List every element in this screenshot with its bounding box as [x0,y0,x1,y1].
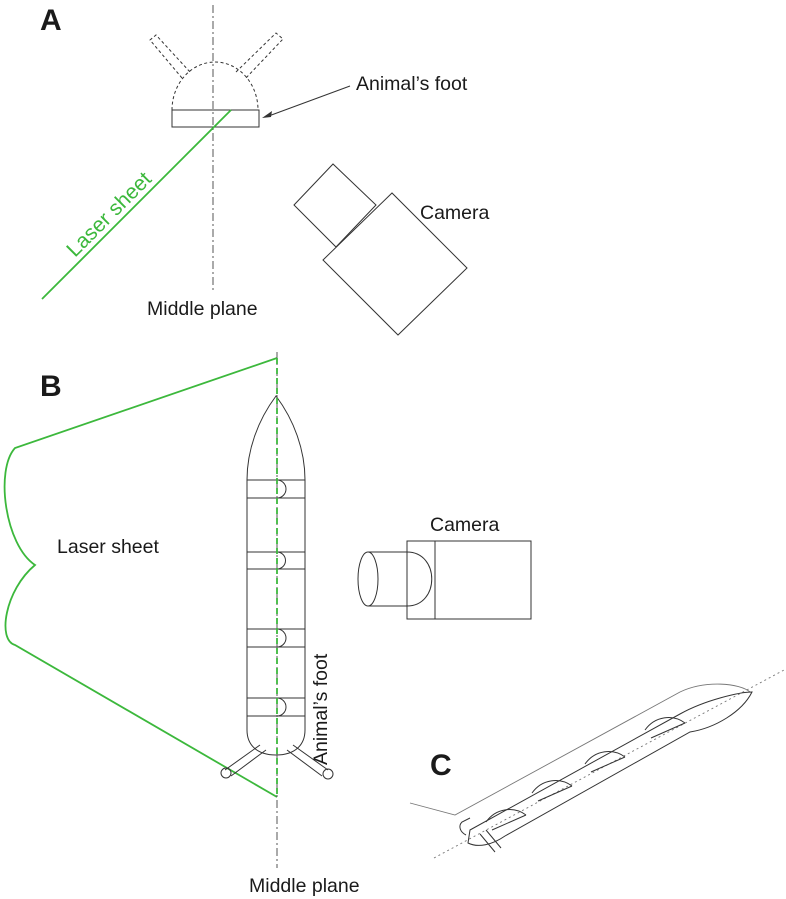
panel-c-ridge [485,809,527,823]
panel-b-laser-sheet [3,357,278,798]
panel-c-animal [459,691,753,853]
panel-a-foot-label: Animal’s foot [356,73,468,95]
panel-a-foot-arrowhead [262,111,272,118]
panel-a-left-leg [149,34,191,79]
panel-a-laser-label: Laser sheet [62,168,156,262]
foot-cup [276,628,287,648]
panel-b-letter: B [40,370,62,403]
panel-a-camera-body [322,192,468,336]
panel-b-animal-body [246,395,306,756]
panel-c-letter: C [430,749,452,782]
panel-b-segments [247,479,305,717]
panel-c-ridge [531,780,573,794]
panel-b-legs [220,744,334,780]
panel-b-camera [357,540,532,620]
panel-c-ridge [644,717,686,731]
panel-a-laser-sheet [41,109,232,300]
panel-a-camera-lens [293,163,377,248]
panel-b-camera-lens-front [357,551,379,607]
panel-c-tail [459,817,471,836]
panel-a-camera-label: Camera [420,202,490,224]
panel-a-foot-arrow [265,85,351,118]
panel-c-ridge [590,756,626,773]
panel-b-plane-label: Middle plane [249,875,360,897]
panel-a-animal-outline [149,32,284,111]
left-leg-tip [220,767,232,779]
panel-a-right-leg [235,32,284,80]
foot-cup [276,479,287,499]
panel-c-ridge [650,722,686,739]
panel-c-sheet-edge [409,683,751,816]
right-leg [286,744,329,777]
panel-b-camera-lens [368,551,433,607]
panel-b-camera-body [434,540,532,620]
panel-a-foot [171,109,260,128]
panel-a-camera [293,163,468,336]
panel-b-camera-label: Camera [430,514,500,536]
panel-a: A Animal’s foot Laser sheet Camera Middl… [40,4,490,336]
panel-b-foot-label: Animal’s foot [310,653,332,765]
foot-cup [276,551,286,570]
panel-c-axis [433,669,785,859]
panel-c: C [409,669,785,859]
panel-b-animal [220,395,334,780]
left-leg [224,744,267,777]
panel-a-letter: A [40,4,62,37]
right-leg-tip [322,768,334,780]
panel-c-body [467,691,753,846]
foot-cup [276,697,287,717]
panel-b: B Laser sheet [3,352,532,897]
panel-c-ridge [491,814,527,831]
panel-a-plane-label: Middle plane [147,298,258,320]
panel-b-laser-label: Laser sheet [57,536,159,558]
panel-c-ridge [584,751,626,765]
panel-c-ridge [537,785,573,802]
panel-a-animal-dome [171,61,259,111]
panel-c-leg [479,829,502,853]
